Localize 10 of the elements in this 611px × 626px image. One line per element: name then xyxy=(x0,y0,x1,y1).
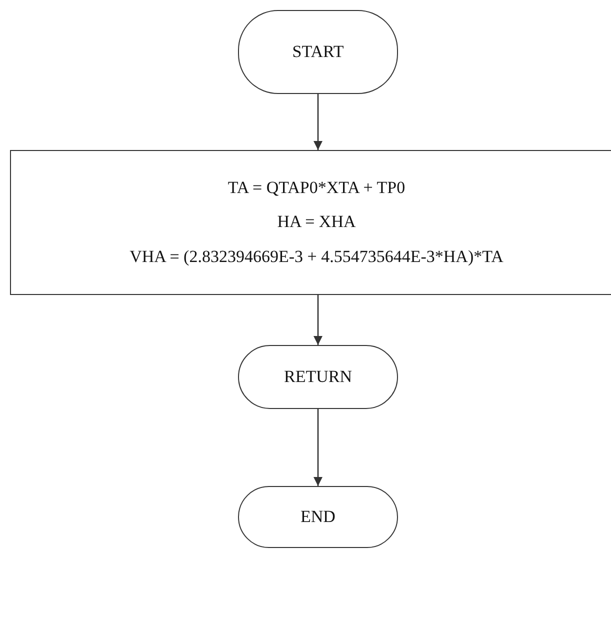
arrow xyxy=(314,295,322,345)
terminal-label: RETURN xyxy=(284,366,352,388)
terminal-label: END xyxy=(300,506,336,528)
arrow xyxy=(314,409,322,486)
formula-text: TA = QTAP0*XTA + TP0 xyxy=(228,178,406,198)
formula-text: HA = XHA xyxy=(277,212,356,233)
process-box xyxy=(10,150,611,295)
arrow xyxy=(314,94,322,150)
terminal-label: START xyxy=(292,42,344,62)
formula-text: VHA = (2.832394669E-3 + 4.554735644E-3*HA)*TA xyxy=(130,246,504,268)
